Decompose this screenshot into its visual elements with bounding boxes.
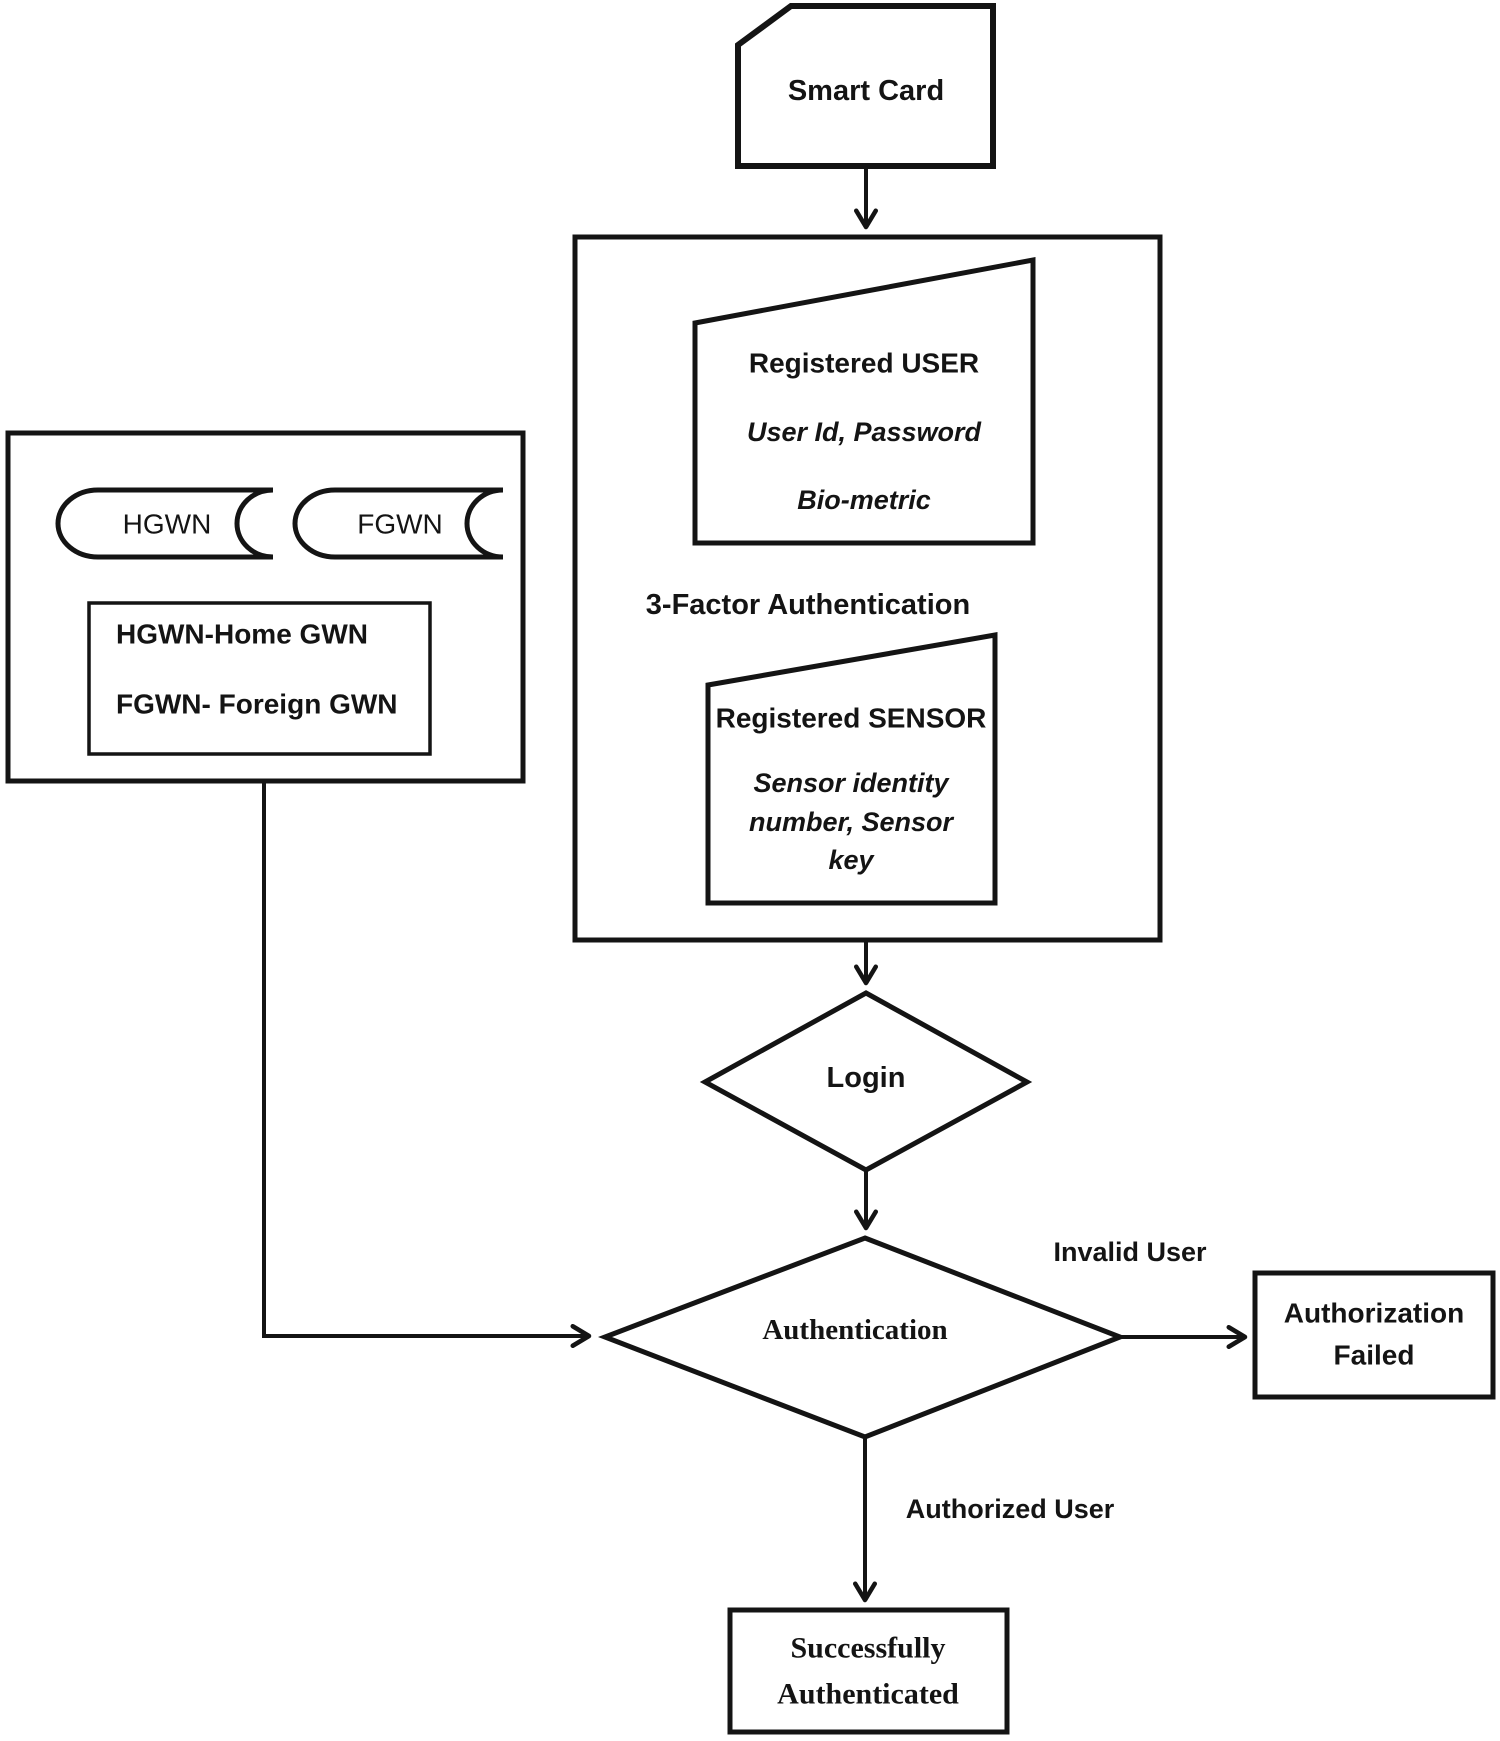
- legend-fgwn-line: FGWN- Foreign GWN: [116, 689, 398, 720]
- registered-sensor-shape: [705, 632, 998, 906]
- registered-user-node: Registered USER User Id, Password Bio-me…: [692, 256, 1036, 546]
- registered-user-title: Registered USER: [749, 348, 979, 379]
- hgwn-label: HGWN: [123, 509, 212, 540]
- login-node: Login: [699, 990, 1033, 1173]
- invalid-user-edge-label: Invalid User: [1053, 1237, 1207, 1267]
- hgwn-stored-data-shape: [55, 487, 274, 560]
- success-node: Successfully Authenticated: [727, 1607, 1010, 1735]
- authorization-failed-line-2: Failed: [1334, 1340, 1415, 1371]
- authorization-failed-line-1: Authorization: [1284, 1298, 1464, 1329]
- smart-card-node: Smart Card: [735, 3, 996, 169]
- smart-card-shape: [735, 3, 996, 169]
- fgwn-stored-data-shape: [292, 487, 504, 560]
- authorization-failed-box: [1252, 1270, 1496, 1400]
- gateway-panel: HGWN FGWN HGWN-Home GWN FGWN- Foreign GW…: [5, 430, 526, 784]
- registered-user-shape: [692, 256, 1036, 546]
- fgwn-label: FGWN: [357, 509, 443, 540]
- edge-gateway-to-authentication: [262, 781, 592, 1349]
- registered-sensor-title: Registered SENSOR: [716, 703, 987, 734]
- gateway-legend-box: [87, 601, 432, 756]
- registered-sensor-node: Registered SENSOR Sensor identity number…: [705, 632, 998, 906]
- success-box: [727, 1607, 1010, 1735]
- authorized-user-edge-label: Authorized User: [906, 1494, 1115, 1524]
- authentication-node: Authentication: [598, 1235, 1127, 1440]
- legend-hgwn-line: HGWN-Home GWN: [116, 619, 368, 650]
- authentication-diamond: [598, 1235, 1127, 1440]
- success-line-2: Authenticated: [777, 1678, 959, 1711]
- smart-card-label: Smart Card: [788, 75, 944, 107]
- gateway-legend: HGWN-Home GWN FGWN- Foreign GWN: [87, 601, 432, 756]
- registered-sensor-line-1: Sensor identity: [753, 768, 950, 798]
- authorization-failed-node: Authorization Failed: [1252, 1270, 1496, 1400]
- three-factor-container: 3-Factor Authentication Registered USER …: [572, 234, 1163, 943]
- authentication-label: Authentication: [762, 1314, 947, 1346]
- registered-user-biometric-line: Bio-metric: [797, 485, 931, 515]
- registered-sensor-line-3: key: [828, 845, 875, 875]
- success-line-1: Successfully: [790, 1632, 945, 1665]
- login-diamond: [699, 990, 1033, 1173]
- container-title: 3-Factor Authentication: [646, 589, 970, 621]
- registered-sensor-line-2: number, Sensor: [749, 807, 955, 837]
- registered-user-credentials-line: User Id, Password: [747, 417, 982, 447]
- login-label: Login: [827, 1062, 906, 1094]
